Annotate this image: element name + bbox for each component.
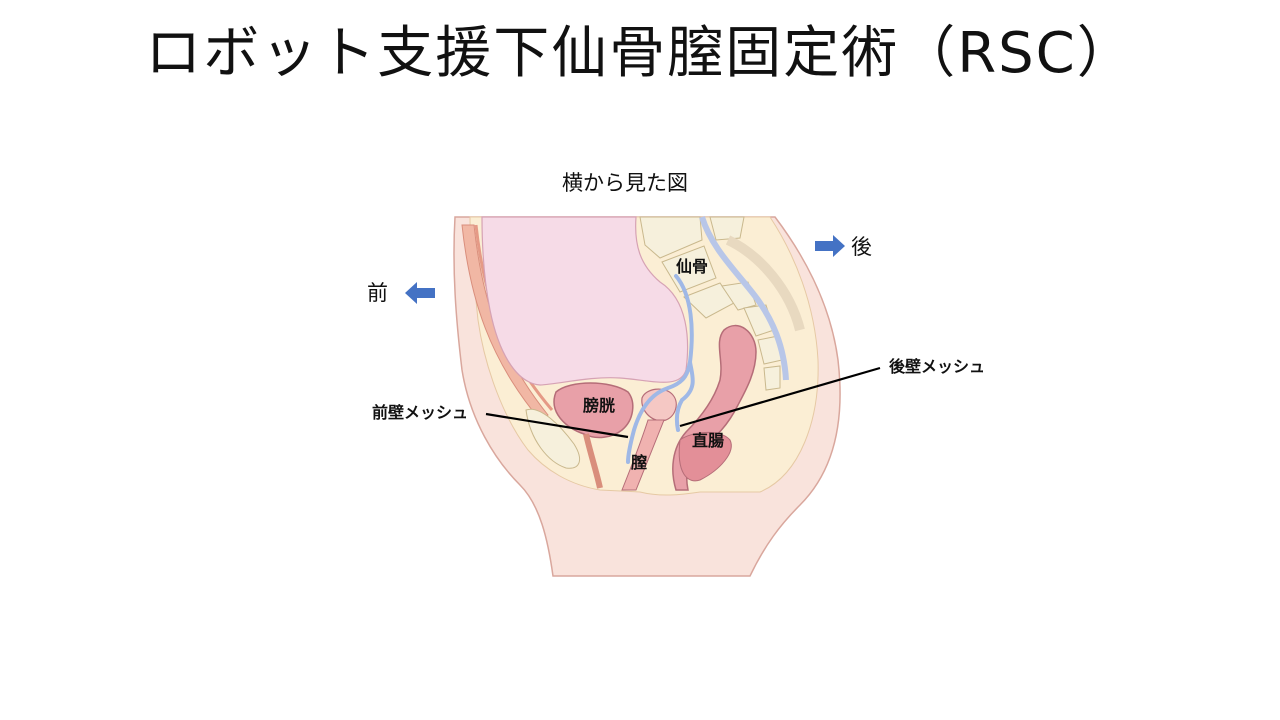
vagina: [621, 419, 665, 491]
peritoneal-cavity: [481, 216, 689, 386]
anterior-mesh-leader: [485, 412, 629, 439]
sacrum-label: 仙骨: [676, 257, 709, 276]
arrow-left-icon: [405, 282, 435, 304]
direction-back-label: 後: [851, 235, 872, 259]
pelvis-sagittal-illustration: [453, 216, 881, 577]
direction-front-label: 前: [367, 281, 388, 305]
posterior-mesh-label: 後壁メッシュ: [889, 357, 986, 376]
vagina-label: 膣: [631, 453, 648, 472]
arrow-right-icon: [815, 235, 845, 257]
mesh-path: [626, 274, 695, 464]
anterior-mesh-label: 前壁メッシュ: [372, 403, 469, 422]
rectum-label: 直腸: [692, 431, 725, 450]
slide-title: ロボット支援下仙骨膣固定術（RSC）: [145, 21, 1135, 86]
sacrum-vertebrae: [639, 216, 783, 391]
bladder-label: 膀胱: [583, 396, 616, 415]
pubic-bone: [525, 408, 581, 469]
abdominal-muscle: [461, 224, 549, 421]
bladder: [553, 382, 634, 439]
diagram-subtitle: 横から見た図: [562, 171, 688, 195]
posterior-mesh-leader: [679, 366, 881, 428]
